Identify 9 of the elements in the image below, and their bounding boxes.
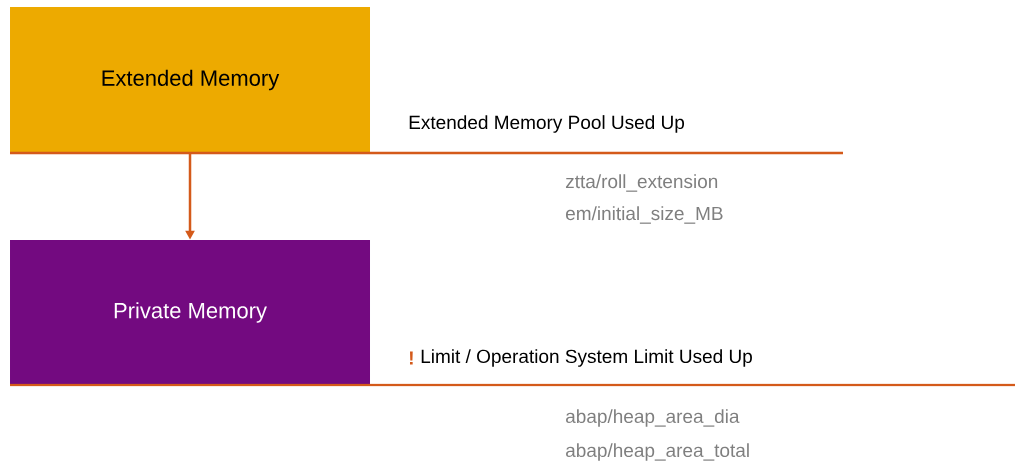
warning-mark: ! (410, 351, 413, 365)
status-text: Extended Memory Pool Used Up (409, 115, 685, 133)
parameter-name: abap/heap_area_total (566, 443, 749, 461)
status-text: Limit / Operation System Limit Used Up (421, 349, 752, 367)
memory-box: Private Memory (10, 240, 370, 385)
parameter-name: abap/heap_area_dia (566, 409, 740, 427)
parameter-name: ztta/roll_extension (565, 174, 718, 192)
parameter-name: em/initial_size_MB (566, 206, 723, 224)
memory-box: Extended Memory (10, 7, 370, 153)
